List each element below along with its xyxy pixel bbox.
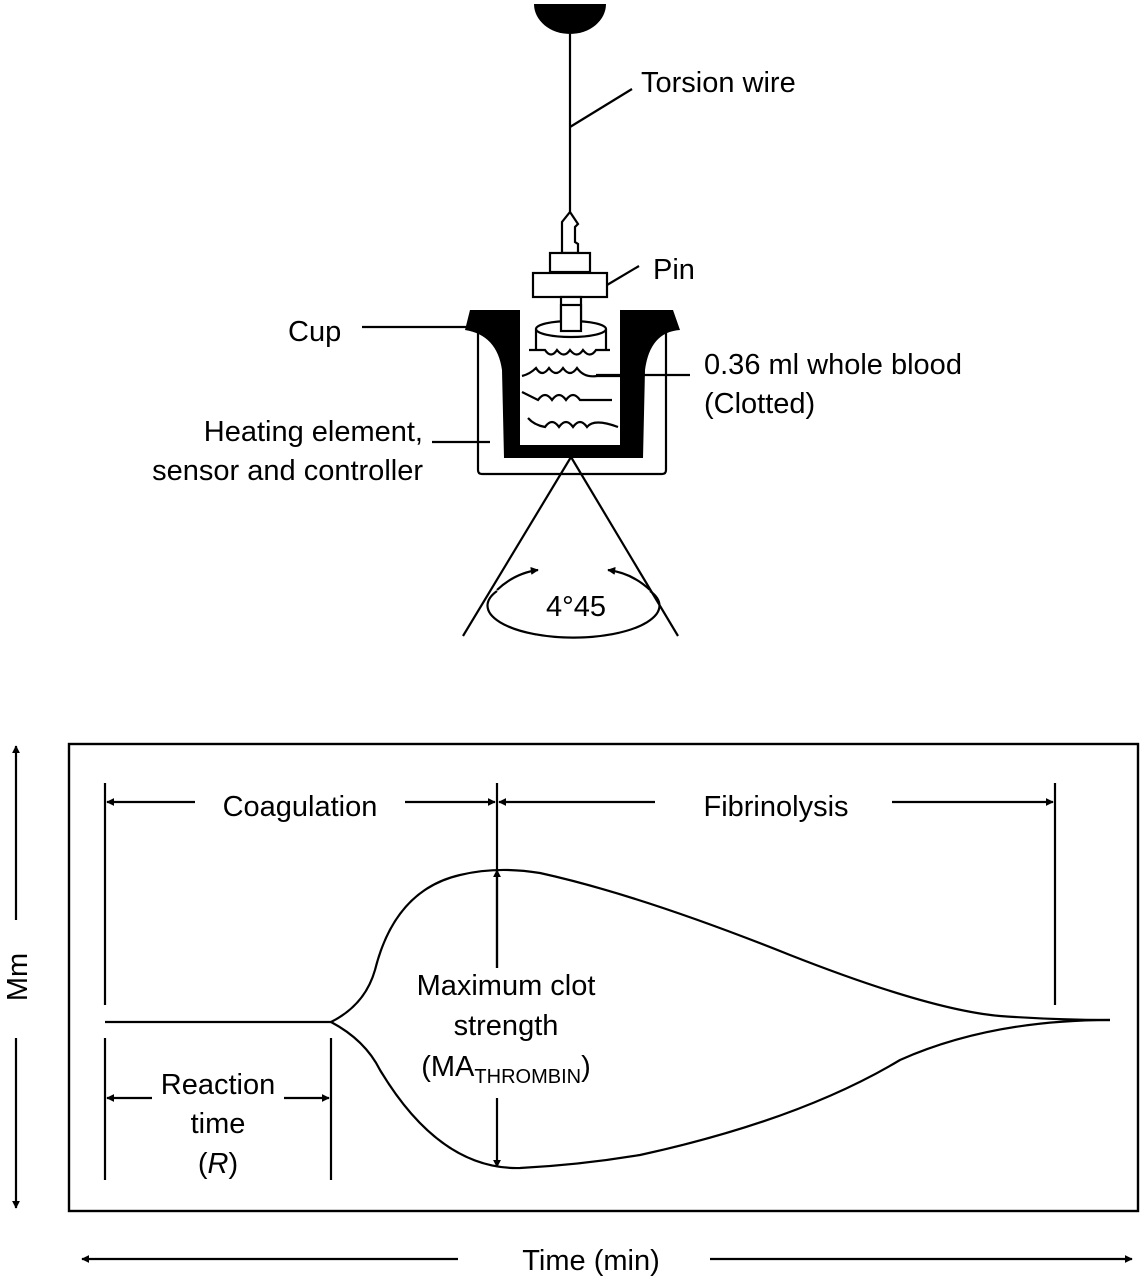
pin-label: Pin bbox=[653, 254, 695, 286]
cone-left bbox=[462, 456, 572, 637]
ma-subscript: THROMBIN bbox=[474, 1066, 581, 1088]
rotation-angle-label: 4°45 bbox=[546, 591, 606, 623]
cup bbox=[465, 310, 680, 458]
ma-close: ) bbox=[581, 1051, 591, 1083]
pin-leader bbox=[606, 265, 640, 286]
x-axis-label: Time (min) bbox=[522, 1245, 659, 1277]
cup-label: Cup bbox=[288, 316, 341, 348]
heating-label-line1: Heating element, bbox=[204, 416, 423, 448]
ma-label-line2: strength bbox=[454, 1010, 559, 1042]
suspension-mount bbox=[534, 4, 606, 34]
teg-curve-lower bbox=[330, 1018, 1111, 1170]
reaction-label-line1: Reaction bbox=[161, 1069, 275, 1101]
pin-collar-lower bbox=[531, 271, 609, 299]
blood-label-line2: (Clotted) bbox=[704, 388, 815, 420]
y-axis-label: Mm bbox=[2, 953, 34, 1001]
pin-collar-upper bbox=[548, 251, 592, 274]
ma-label-line1: Maximum clot bbox=[417, 970, 596, 1002]
blood-label-line1: 0.36 ml whole blood bbox=[704, 349, 962, 381]
coagulation-label: Coagulation bbox=[223, 791, 378, 823]
reaction-close: ) bbox=[228, 1148, 238, 1180]
ma-label-line3: (MATHROMBIN) bbox=[421, 1051, 591, 1088]
pin-connector bbox=[560, 210, 580, 255]
ma-open: (MA bbox=[421, 1051, 475, 1083]
reaction-label-line3: (R) bbox=[198, 1148, 238, 1180]
reaction-label-line2: time bbox=[191, 1108, 246, 1140]
heating-label-line2: sensor and controller bbox=[152, 455, 423, 487]
reaction-open: ( bbox=[198, 1148, 208, 1180]
teg-curve-upper bbox=[330, 868, 1111, 1023]
rotation-ellipse bbox=[486, 590, 661, 639]
heating-element-housing bbox=[476, 330, 668, 476]
tracing-frame bbox=[67, 742, 1140, 1213]
clotted-blood bbox=[521, 348, 620, 429]
torsion-wire-leader bbox=[569, 88, 633, 128]
teg-tracing: Coagulation Fibrinolysis Maximum clot st… bbox=[2, 742, 1140, 1277]
pin-shaft-inner bbox=[559, 303, 583, 333]
rotation-arrow-left bbox=[496, 566, 539, 591]
apparatus: Torsion wire Pin Cup 0.36 ml whole blood… bbox=[152, 4, 962, 639]
rotation-arrow-right bbox=[607, 566, 651, 591]
torsion-wire-label: Torsion wire bbox=[641, 67, 796, 99]
reaction-symbol: R bbox=[208, 1148, 229, 1180]
fibrinolysis-label: Fibrinolysis bbox=[703, 791, 848, 823]
